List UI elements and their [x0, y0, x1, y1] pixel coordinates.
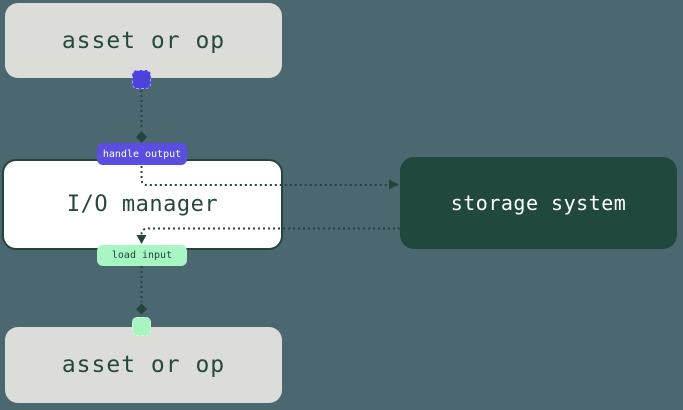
handle-output-edge-label: handle output	[97, 143, 187, 165]
output-handle	[132, 70, 151, 89]
handle-output-edge-label-text: handle output	[102, 148, 182, 160]
diamond-marker-icon	[136, 303, 147, 315]
asset-or-op-node-top-label: asset or op	[61, 27, 226, 54]
asset-or-op-node-bottom-label: asset or op	[61, 352, 226, 378]
asset-or-op-node-bottom: asset or op	[5, 327, 282, 403]
diamond-marker-icon	[136, 131, 147, 143]
storage-system-node: storage system	[400, 157, 677, 249]
arrowhead-right-icon	[389, 179, 399, 190]
asset-or-op-node-top: asset or op	[5, 3, 282, 78]
io-manager-node: I/O manager	[2, 159, 283, 250]
load-input-edge-label: load input	[97, 245, 187, 266]
storage-system-node-label: storage system	[450, 191, 627, 215]
io-manager-node-label: I/O manager	[66, 192, 219, 217]
load-input-edge-label-text: load input	[111, 250, 173, 261]
input-handle	[132, 317, 151, 336]
